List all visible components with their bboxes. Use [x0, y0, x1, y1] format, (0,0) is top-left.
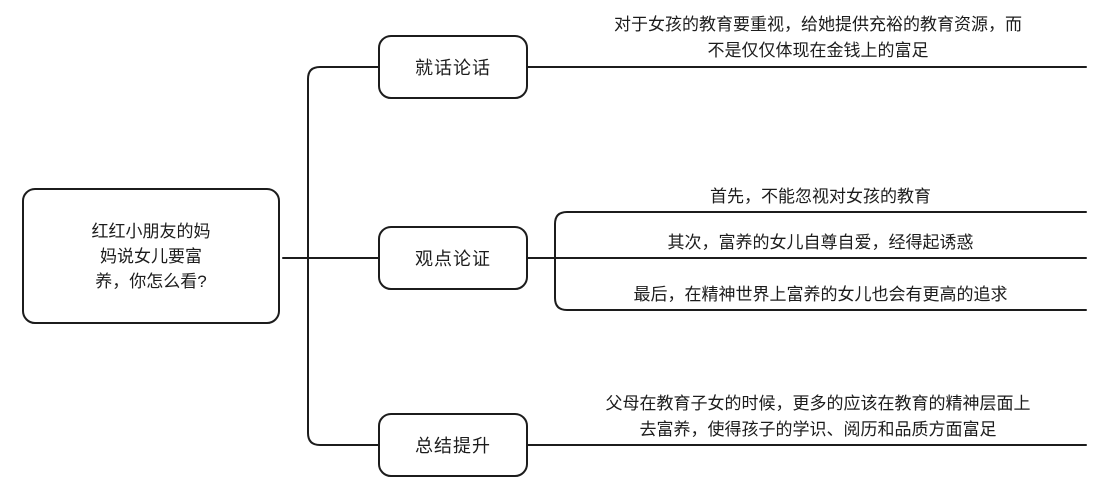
leaf-line: 父母在教育子女的时候，更多的应该在教育的精神层面上	[605, 394, 1031, 413]
root-node-line: 妈说女儿要富	[100, 246, 202, 266]
root-node-line: 养，你怎么看?	[95, 271, 207, 291]
leaf-node-point-second[interactable]: 其次，富养的女儿自尊自爱，经得起诱惑	[555, 230, 1086, 256]
leaf-line: 其次，富养的女儿自尊自爱，经得起诱惑	[667, 233, 974, 252]
leaf-line: 最后，在精神世界上富养的女儿也会有更高的追求	[633, 285, 1008, 304]
root-node-line: 红红小朋友的妈	[91, 221, 211, 241]
leaf-line: 对于女孩的教育要重视，给她提供充裕的教育资源，而	[614, 15, 1022, 34]
branch-node-zongjietisheng[interactable]: 总结提升	[378, 413, 528, 477]
leaf-line: 去富养，使得孩子的学识、阅历和品质方面富足	[639, 420, 997, 439]
branch-node-jiuhualunhua[interactable]: 就话论话	[378, 35, 528, 99]
branch-node-label: 就话论话	[415, 58, 491, 78]
leaf-node-summary[interactable]: 父母在教育子女的时候，更多的应该在教育的精神层面上 去富养，使得孩子的学识、阅历…	[548, 391, 1088, 443]
leaf-line: 首先，不能忽视对女孩的教育	[710, 187, 931, 206]
leaf-node-point-last[interactable]: 最后，在精神世界上富养的女儿也会有更高的追求	[555, 282, 1086, 308]
leaf-node-point-first[interactable]: 首先，不能忽视对女孩的教育	[555, 184, 1086, 210]
root-node-text: 红红小朋友的妈 妈说女儿要富 养，你怎么看?	[92, 219, 211, 294]
branch-node-label: 观点论证	[415, 249, 491, 269]
connector-trunk	[307, 66, 379, 446]
connector-mid-bracket	[554, 211, 1087, 311]
branch-node-guandianlunzheng[interactable]: 观点论证	[378, 226, 528, 290]
branch-node-label: 总结提升	[415, 436, 491, 456]
leaf-node-education-resources[interactable]: 对于女孩的教育要重视，给她提供充裕的教育资源，而 不是仅仅体现在金钱上的富足	[548, 12, 1088, 64]
root-node[interactable]: 红红小朋友的妈 妈说女儿要富 养，你怎么看?	[22, 188, 280, 324]
leaf-line: 不是仅仅体现在金钱上的富足	[707, 41, 929, 60]
